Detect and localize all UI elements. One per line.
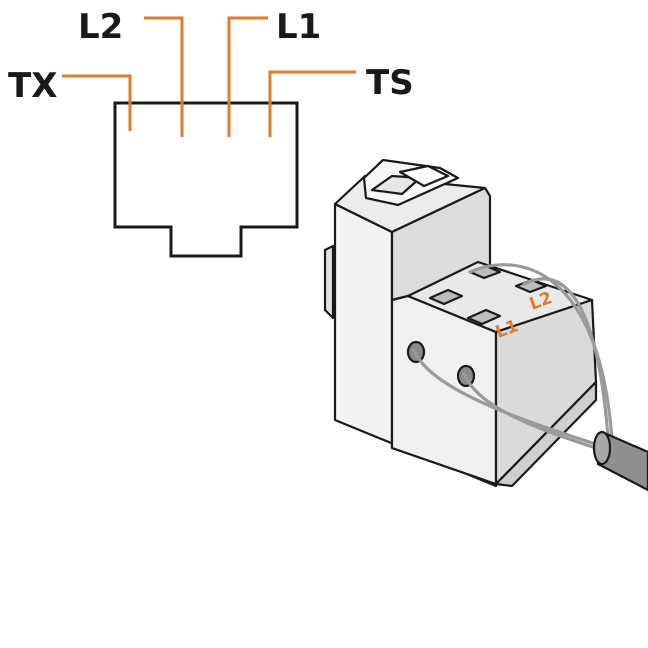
wire-1: [412, 348, 622, 454]
label-ts: TS: [366, 63, 414, 103]
pin-line-l2: [144, 16, 184, 137]
clamp-lower-right-face: [494, 380, 598, 488]
pin-line-tx: [62, 74, 132, 131]
clamp-slot-1: [428, 288, 464, 306]
pin-line-l1: [227, 16, 268, 137]
cable-end: [592, 430, 612, 466]
sensor-wires: [412, 263, 622, 458]
ct-sensor-illustration: L2 L1: [323, 158, 648, 492]
connector-outline: [113, 101, 299, 258]
wire-2: [462, 372, 622, 458]
sensor-side-strip: [323, 244, 335, 320]
wire-4: [522, 277, 610, 438]
sensor-latch-detail-2: [398, 164, 450, 188]
clamp-slot-2: [466, 308, 502, 326]
pin-line-ts: [268, 70, 356, 137]
label-tx: TX: [8, 66, 57, 106]
label-l2: L2: [78, 7, 123, 47]
wire-3: [468, 263, 614, 442]
connector-pinout: TX L2 L1 TS: [8, 7, 414, 258]
label-l1: L1: [276, 7, 321, 47]
